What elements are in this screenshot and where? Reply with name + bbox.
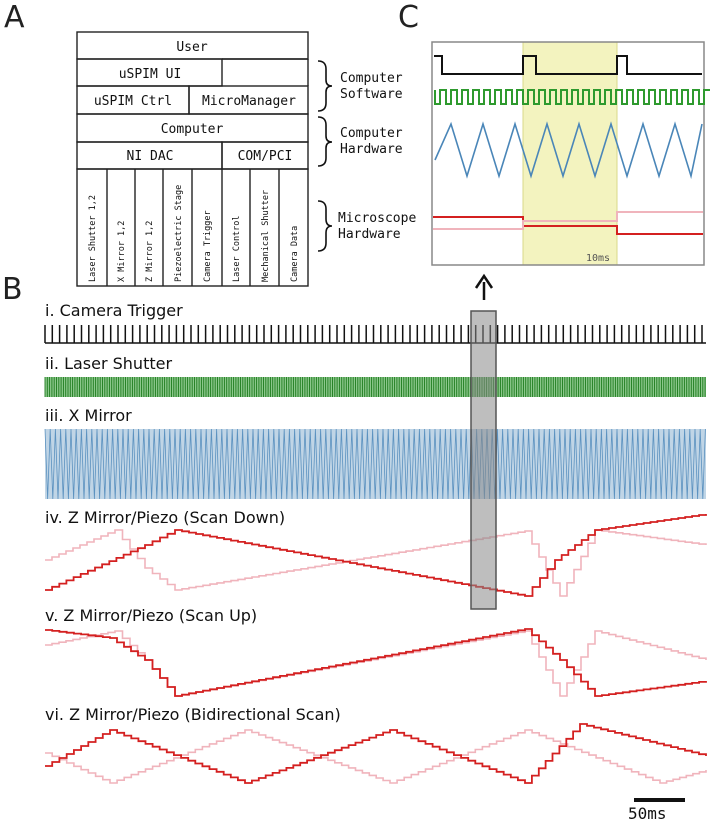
trace-label-bidir: vi. Z Mirror/Piezo (Bidirectional Scan) [45, 705, 341, 724]
micromanager-layer: MicroManager [202, 94, 296, 109]
zoom-xmirror-trace [434, 121, 703, 180]
arrow-head-icon [474, 273, 494, 289]
trace-label-xmirror: iii. X Mirror [45, 406, 132, 425]
bidir-secondary [45, 729, 707, 784]
zoom-frame [431, 41, 705, 266]
bracket-microscope-line1: Microscope [338, 211, 416, 226]
zoom-laser-trace [434, 89, 710, 105]
bidir-primary [45, 723, 707, 784]
camera-trigger-trace [44, 325, 703, 343]
zoom-window [470, 310, 497, 610]
zoom-z-trace-1 [433, 216, 703, 235]
x-mirror-zigzag [44, 428, 706, 500]
curly-braces [317, 60, 333, 252]
scan-up-primary [45, 628, 707, 697]
scan-up-secondary [45, 630, 707, 697]
vertical-label-x-mirror: X Mirror 1,2 [117, 221, 127, 282]
vertical-label-camera-data: Camera Data [290, 226, 300, 282]
zoom-camera-trace [434, 55, 702, 75]
user-layer: User [176, 40, 207, 55]
bracket-software-line1: Computer [340, 71, 403, 86]
trace-label-laser: ii. Laser Shutter [45, 354, 173, 373]
ni-dac-layer: NI DAC [127, 149, 174, 164]
trace-label-scan-down: iv. Z Mirror/Piezo (Scan Down) [45, 508, 286, 527]
zoom-z-trace-2 [433, 211, 703, 230]
bracket-hardware-line1: Computer [340, 126, 403, 141]
com-pci-layer: COM/PCI [238, 149, 293, 164]
panel-a-label: A [4, 0, 25, 35]
computer-layer: Computer [161, 122, 224, 137]
vertical-label-piezo-stage: Piezoelectric Stage [174, 185, 184, 282]
scale-bar-label: 50ms [628, 804, 667, 822]
scan-down-primary [45, 514, 707, 597]
panel-b-label: B [2, 272, 23, 307]
zoom-scale-label: 10ms [586, 253, 610, 264]
vertical-label-z-mirror: Z Mirror 1,2 [145, 221, 155, 282]
laser-shutter-pulses [44, 377, 706, 397]
vertical-label-laser-control: Laser Control [232, 215, 242, 282]
trace-label-scan-up: v. Z Mirror/Piezo (Scan Up) [45, 606, 258, 625]
bracket-microscope-line2: Hardware [338, 227, 401, 242]
uspim-ctrl-layer: uSPIM Ctrl [94, 94, 172, 109]
trace-label-camera: i. Camera Trigger [45, 301, 183, 320]
uspim-ui-layer: uSPIM UI [119, 67, 182, 82]
vertical-label-camera-trigger: Camera Trigger [203, 210, 213, 282]
bracket-software-line2: Software [340, 87, 403, 102]
panel-c-label: C [398, 0, 419, 35]
bracket-hardware-line2: Hardware [340, 142, 403, 157]
vertical-label-mechanical-shutter: Mechanical Shutter [261, 190, 271, 282]
x-mirror-oscillation [44, 428, 706, 500]
scan-down-secondary [45, 529, 707, 597]
vertical-label-laser-shutter: Laser Shutter 1,2 [88, 195, 98, 282]
